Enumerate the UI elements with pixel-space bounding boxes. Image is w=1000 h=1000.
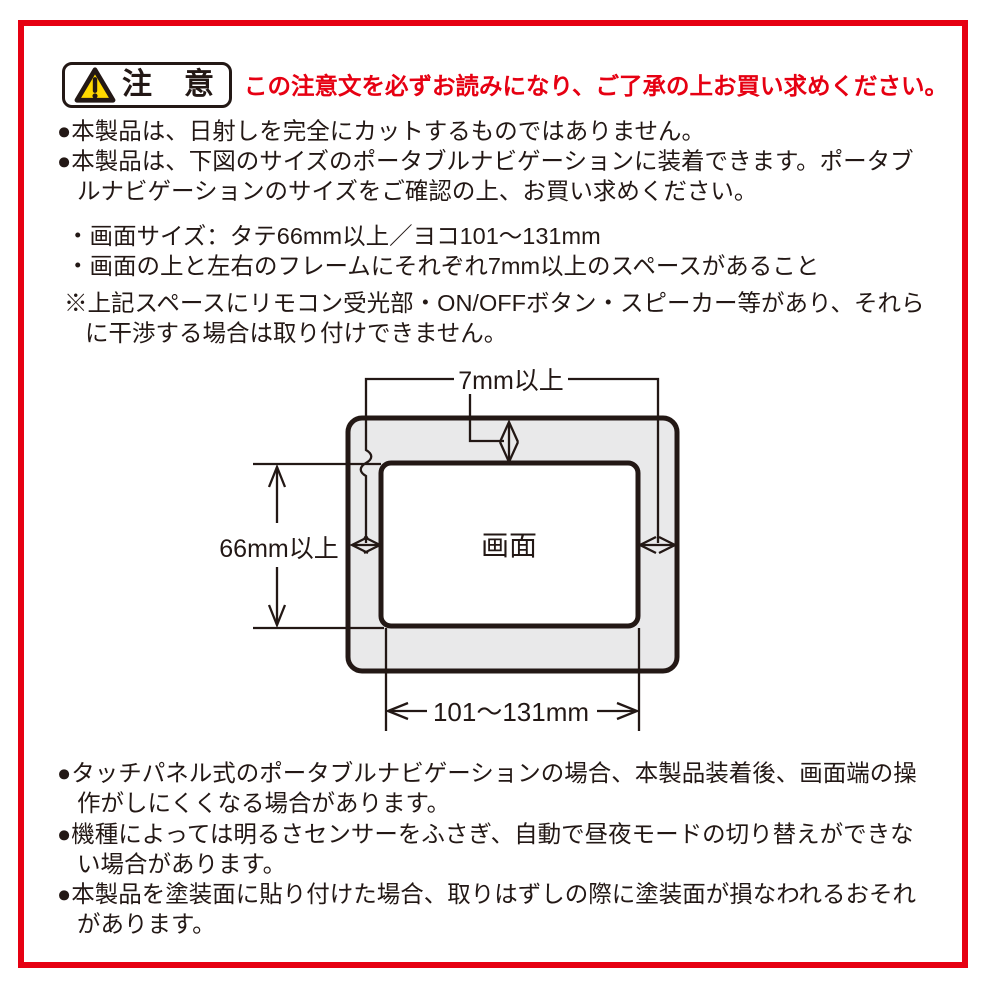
caution-badge: 注 意 (62, 62, 232, 108)
bottom-dimension-label: 101〜131mm (433, 697, 589, 727)
bullet-line-continued: があります。 (77, 911, 216, 938)
note-line-continued: に干渉する場合は取り付けできません。 (85, 320, 508, 346)
bullet-line: ●タッチパネル式のポータブルナビゲーションの場合、本製品装着後、画面端の操 (57, 760, 917, 786)
dimension-lines (253, 377, 678, 731)
top-dimension-label: 7mm以上 (458, 367, 564, 395)
bullet-line: ●本製品は、下図のサイズのポータブルナビゲーションに装着できます。ポータブ (57, 148, 914, 174)
bullet-line-continued: い場合があります。 (77, 850, 287, 877)
bullet-line: ●本製品は、日射しを完全にカットするものではありません。 (57, 118, 705, 144)
dimension-diagram: 7mm以上 66mm以上 101〜131mm 画面 (219, 367, 680, 731)
intro-text-block: ●本製品は、日射しを完全にカットするものではありません。 ●本製品は、下図のサイ… (57, 116, 925, 348)
bullet-line: ●機種によっては明るさセンサーをふさぎ、自動で昼夜モードの切り替えができな (57, 820, 914, 847)
left-dimension-label: 66mm以上 (219, 535, 338, 563)
bullet-line: ●本製品を塗装面に貼り付けた場合、取りはずしの際に塗装面が損なわれるおそれ (57, 881, 917, 908)
note-line: ※上記スペースにリモコン受光部・ON/OFFボタン・スピーカー等があり、それら (64, 290, 925, 316)
spec-line: ・画面の上と左右のフレームにそれぞれ7mm以上のスペースがあること (66, 253, 820, 279)
red-border-frame (18, 20, 968, 968)
bullet-line-continued: ルナビゲーションのサイズをご確認の上、お買い求めください。 (77, 178, 758, 204)
notice-text: この注意文を必ずお読みになり、ご了承の上お買い求めください。 (244, 73, 949, 99)
warning-triangle-icon (74, 67, 116, 103)
bullet-line-continued: 作がしにくくなる場合があります。 (77, 790, 451, 817)
footer-text-block: ●タッチパネル式のポータブルナビゲーションの場合、本製品装着後、画面端の操 作が… (57, 758, 917, 940)
spec-line: ・画面サイズ：タテ66mm以上／ヨコ101〜131mm (66, 223, 601, 249)
caution-label: 注 意 (122, 68, 215, 101)
screen-label: 画面 (481, 530, 537, 561)
